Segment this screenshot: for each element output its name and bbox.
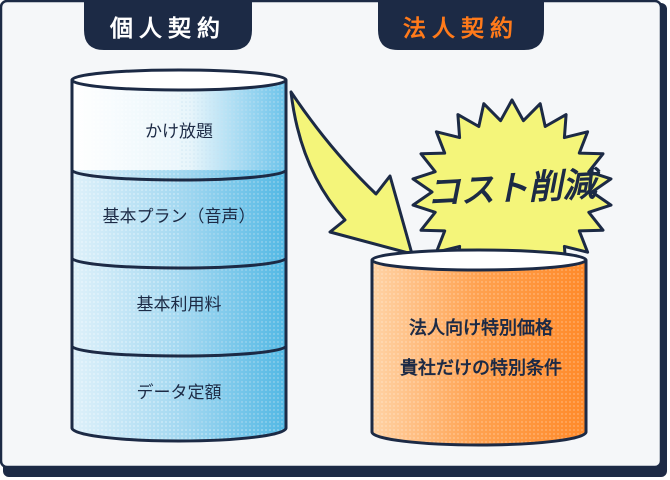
layer-label-basic-plan: 基本プラン（音声） (103, 207, 256, 227)
individual-header: 個人契約 (84, 2, 252, 50)
corporate-line-special-terms: 貴社だけの特別条件 (400, 357, 562, 379)
layer-label-basic-fee: 基本利用料 (137, 295, 222, 315)
individual-cylinder (70, 68, 288, 443)
corporate-header-label: 法人契約 (403, 15, 519, 42)
layer-label-unlimited-calls: かけ放題 (145, 122, 213, 142)
corporate-cylinder (370, 248, 588, 447)
layer-label-data-plan: データ定額 (137, 382, 222, 403)
cost-reduction-burst: コスト削減 (411, 98, 613, 286)
corporate-line-special-price: 法人向け特別価格 (409, 317, 554, 339)
individual-header-label: 個人契約 (109, 15, 226, 42)
burst-label: コスト削減 (425, 164, 602, 213)
corporate-header: 法人契約 (378, 2, 544, 50)
